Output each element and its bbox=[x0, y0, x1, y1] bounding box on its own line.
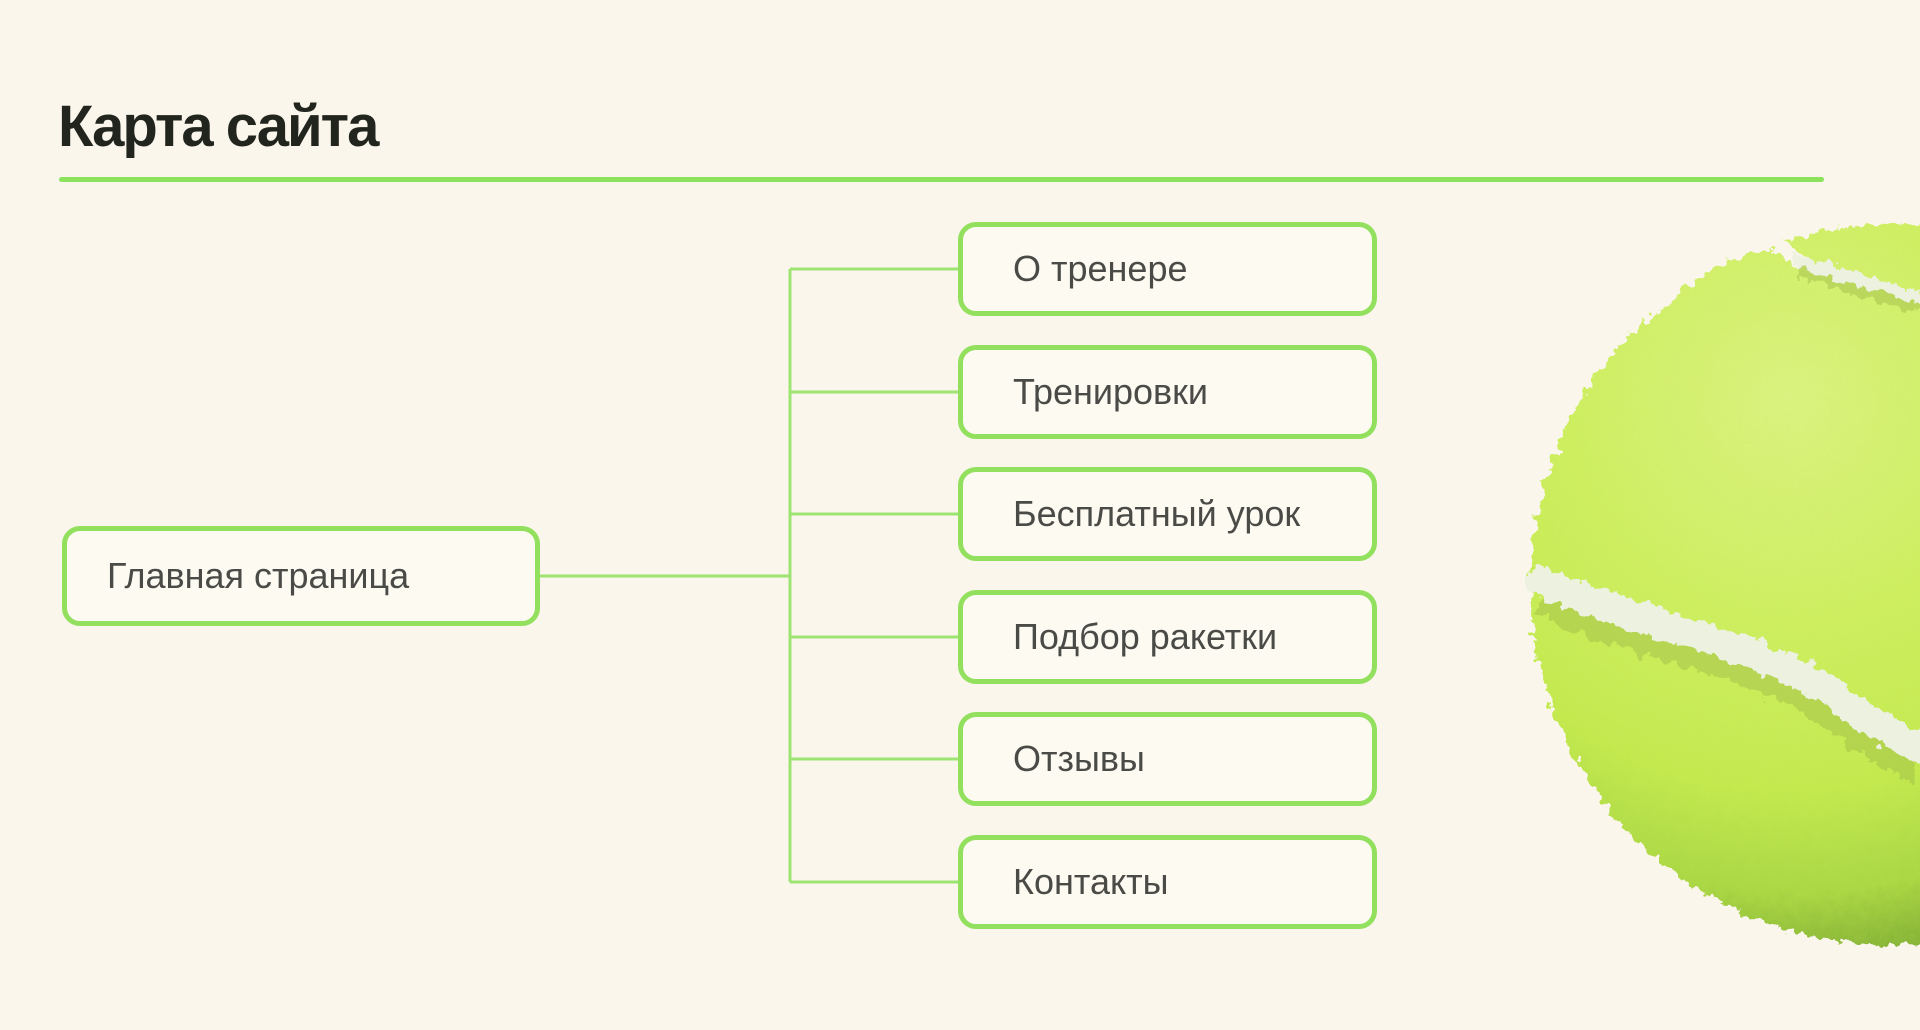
sitemap-node-about-coach: О тренере bbox=[958, 222, 1377, 316]
title-underline bbox=[59, 177, 1824, 182]
node-label: Бесплатный урок bbox=[1013, 493, 1301, 535]
node-label: Отзывы bbox=[1013, 738, 1145, 780]
sitemap-node-free-lesson: Бесплатный урок bbox=[958, 467, 1377, 561]
sitemap-node-trainings: Тренировки bbox=[958, 345, 1377, 439]
node-label: Контакты bbox=[1013, 861, 1169, 903]
page-title: Карта сайта bbox=[58, 94, 379, 159]
node-label: О тренере bbox=[1013, 248, 1188, 290]
node-label: Подбор ракетки bbox=[1013, 616, 1278, 658]
node-label: Главная страница bbox=[107, 555, 410, 597]
sitemap-node-racket-selection: Подбор ракетки bbox=[958, 590, 1377, 684]
sitemap-node-reviews: Отзывы bbox=[958, 712, 1377, 806]
sitemap-node-home: Главная страница bbox=[62, 526, 540, 626]
node-label: Тренировки bbox=[1013, 371, 1209, 413]
sitemap-node-contacts: Контакты bbox=[958, 835, 1377, 929]
